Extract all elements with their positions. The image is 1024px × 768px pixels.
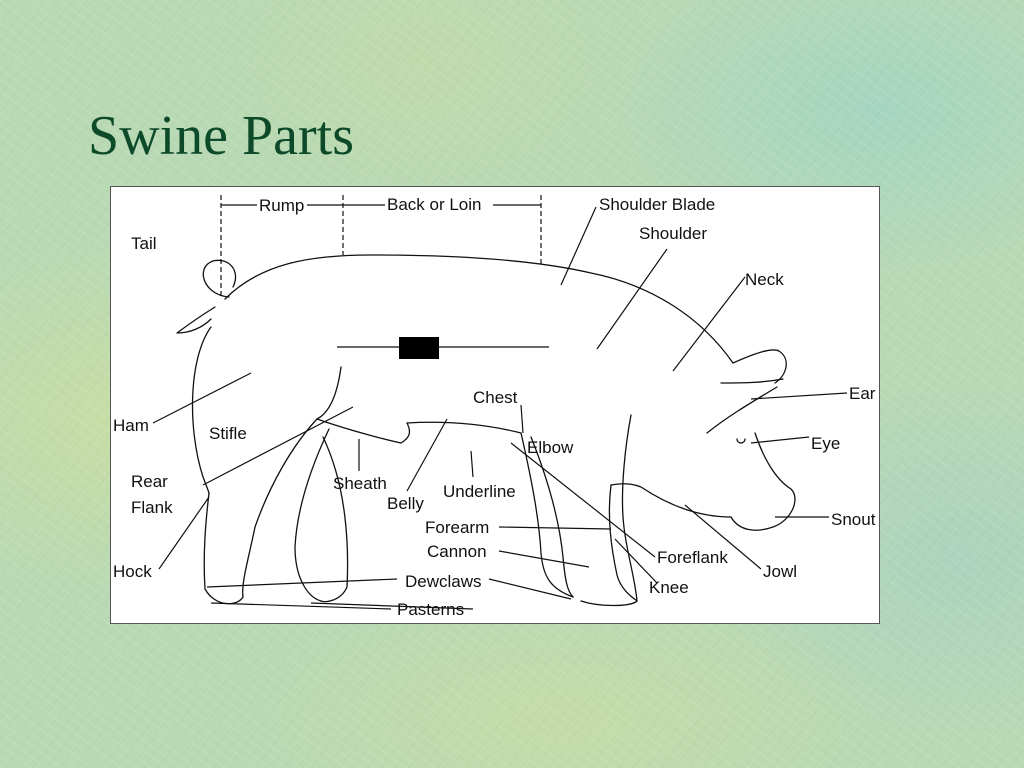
label-belly: Belly [387,494,424,513]
label-ear: Ear [849,384,876,403]
swine-diagram: Rump Back or Loin Shoulder Blade Shoulde… [113,195,876,619]
leader-lines [152,206,848,610]
label-tail: Tail [131,234,157,253]
label-cannon: Cannon [427,542,487,561]
label-pasterns: Pasterns [397,600,464,619]
slide-title: Swine Parts [88,105,354,167]
label-elbow: Elbow [527,438,574,457]
label-jowl: Jowl [763,562,797,581]
label-forearm: Forearm [425,518,489,537]
label-chest: Chest [473,388,518,407]
label-underline: Underline [443,482,516,501]
label-flank: Flank [131,498,173,517]
center-marker [337,337,549,359]
pig-outline [176,254,796,607]
label-rump: Rump [259,196,304,215]
label-sheath: Sheath [333,474,387,493]
labels: Rump Back or Loin Shoulder Blade Shoulde… [113,195,876,619]
label-snout: Snout [831,510,876,529]
label-shoulder-blade: Shoulder Blade [599,195,715,214]
label-back-or-loin: Back or Loin [387,195,482,214]
label-hock: Hock [113,562,152,581]
region-dividers [220,195,542,299]
label-foreflank: Foreflank [657,548,728,567]
label-neck: Neck [745,270,784,289]
label-dewclaws: Dewclaws [405,572,482,591]
label-eye: Eye [811,434,840,453]
label-rear: Rear [131,472,168,491]
label-ham: Ham [113,416,149,435]
label-knee: Knee [649,578,689,597]
label-stifle: Stifle [209,424,247,443]
label-shoulder: Shoulder [639,224,707,243]
swine-diagram-panel: Rump Back or Loin Shoulder Blade Shoulde… [110,186,880,624]
